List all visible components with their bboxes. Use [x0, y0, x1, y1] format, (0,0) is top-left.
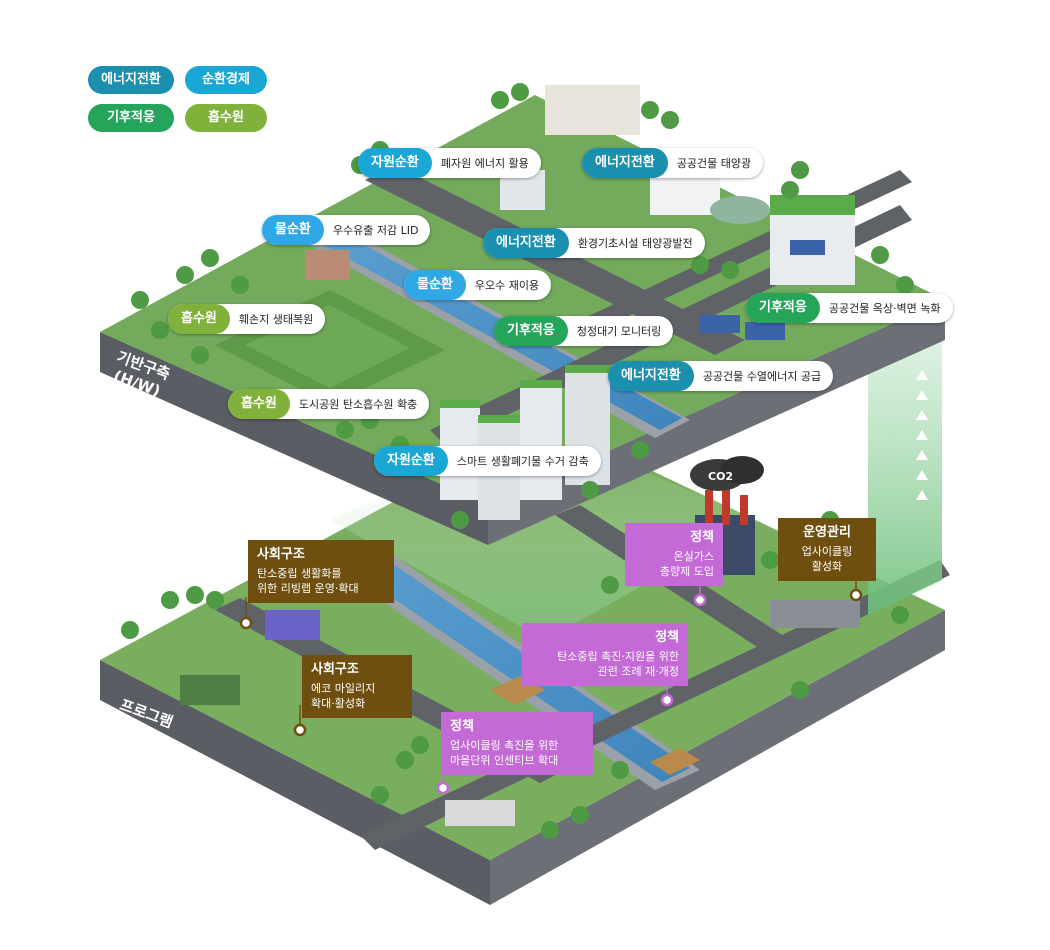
program-box-line: 업사이클링: [801, 545, 853, 558]
infra-text: 청정대기 모니터링: [576, 325, 662, 338]
infra-label-waste-energy: 자원순환 폐자원 에너지 활용: [358, 148, 541, 178]
infra-text: 공공건물 수열에너지 공급: [702, 370, 822, 383]
program-box-line: 활성화: [811, 560, 843, 573]
infra-label-public-solar: 에너지전환 공공건물 태양광: [582, 148, 764, 178]
program-box-living-lab: 사회구조 탄소중립 생활화를 위한 리빙랩 운영·확대: [248, 540, 394, 603]
infra-category: 에너지전환: [608, 361, 694, 391]
program-box-title: 정책: [655, 630, 679, 645]
infra-label-water-reuse: 물순환 우오수 재이용: [404, 270, 552, 300]
program-box-line: 에코 마일리지: [311, 682, 376, 695]
program-box-title: 사회구조: [311, 662, 359, 677]
program-box-ghg-cap: 정책 온실가스 총량제 도입: [625, 523, 723, 586]
program-box-line: 온실가스: [673, 550, 714, 563]
legend-climate-adaptation: 기후적응: [88, 104, 174, 132]
infra-category: 물순환: [262, 215, 324, 245]
program-box-line: 탄소중립 촉진·지원을 위한: [557, 650, 679, 663]
trees: [121, 83, 914, 839]
infra-label-hydrothermal-energy: 에너지전환 공공건물 수열에너지 공급: [608, 361, 834, 391]
infra-label-facility-solar: 에너지전환 환경기초시설 태양광발전: [483, 228, 705, 258]
legend-circular-economy: 순환경제: [185, 66, 267, 94]
infra-category: 자원순환: [374, 446, 448, 476]
program-box-title: 정책: [450, 719, 474, 734]
infra-label-air-monitoring: 기후적응 청정대기 모니터링: [494, 316, 674, 346]
program-box-line: 관련 조례 재·개정: [597, 665, 679, 678]
program-box-eco-mileage: 사회구조 에코 마일리지 확대·활성화: [302, 655, 412, 718]
program-box-title: 사회구조: [257, 547, 305, 562]
program-box-line: 마을단위 인센티브 확대: [450, 754, 559, 767]
infra-text: 환경기초시설 태양광발전: [577, 237, 693, 250]
infra-label-park-carbon-sink: 흡수원 도시공원 탄소흡수원 확충: [228, 389, 430, 419]
legend-energy-transition: 에너지전환: [88, 66, 174, 94]
infra-text: 우수유출 저감 LID: [332, 224, 419, 237]
infra-text: 훼손지 생태복원: [238, 313, 314, 326]
infra-label-lid: 물순환 우수유출 저감 LID: [262, 215, 431, 245]
infra-text: 폐자원 에너지 활용: [440, 157, 529, 170]
program-box-line: 업사이클링 촉진을 위한: [450, 739, 559, 752]
infra-text: 스마트 생활폐기물 수거 감축: [456, 455, 589, 468]
infra-category: 물순환: [404, 270, 466, 300]
co2-label: CO2: [708, 470, 733, 483]
program-box-line: 총량제 도입: [659, 565, 714, 578]
program-box-line: 위한 리빙랩 운영·확대: [257, 582, 359, 595]
program-box-ordinance: 정책 탄소중립 촉진·지원을 위한 관련 조례 재·개정: [522, 623, 688, 686]
program-box-village-incentive: 정책 업사이클링 촉진을 위한 마을단위 인센티브 확대: [441, 712, 593, 775]
program-box-line: 탄소중립 생활화를: [257, 567, 342, 580]
infra-category: 흡수원: [168, 304, 230, 334]
infra-label-ecological-restoration: 흡수원 훼손지 생태복원: [168, 304, 326, 334]
infra-text: 우오수 재이용: [474, 279, 540, 292]
infra-category: 자원순환: [358, 148, 432, 178]
infra-text: 공공건물 옥상·벽면 녹화: [828, 302, 941, 315]
program-box-title: 운영관리: [803, 525, 851, 540]
infra-text: 도시공원 탄소흡수원 확충: [298, 398, 418, 411]
program-box-upcycling-operation: 운영관리 업사이클링 활성화: [778, 518, 876, 581]
infra-category: 에너지전환: [582, 148, 668, 178]
infra-category: 흡수원: [228, 389, 290, 419]
infra-label-smart-waste: 자원순환 스마트 생활폐기물 수거 감축: [374, 446, 601, 476]
legend-carbon-absorption: 흡수원: [185, 104, 267, 132]
program-box-title: 정책: [690, 530, 714, 545]
infra-label-rooftop-greening: 기후적응 공공건물 옥상·벽면 녹화: [746, 293, 953, 323]
infra-category: 기후적응: [494, 316, 568, 346]
infra-text: 공공건물 태양광: [676, 157, 752, 170]
upward-arrow: [868, 330, 942, 615]
infra-category: 에너지전환: [483, 228, 569, 258]
program-box-line: 확대·활성화: [311, 697, 366, 710]
infra-category: 기후적응: [746, 293, 820, 323]
